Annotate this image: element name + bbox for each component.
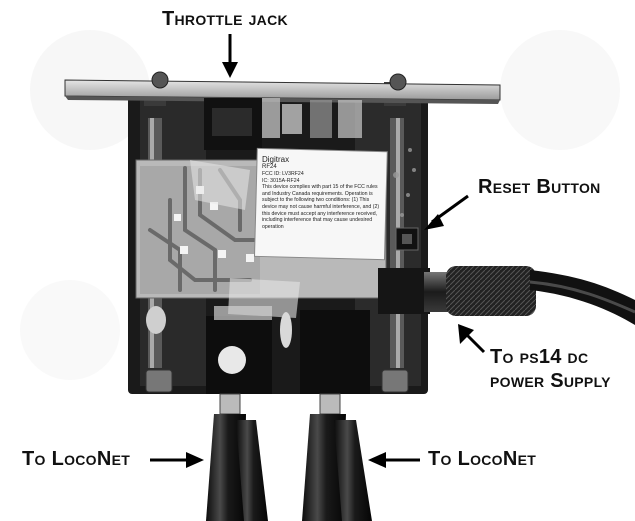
annotation-arrows <box>150 34 486 468</box>
loconet-right-label: To LocoNet <box>428 448 537 470</box>
throttle-jack-label: Throttle jack <box>162 8 288 30</box>
power-connector <box>378 266 635 325</box>
card-model: RF24 <box>262 164 277 170</box>
card-brand: Digitrax <box>262 155 290 164</box>
card-compliance: This device complies with part 15 of the… <box>262 184 380 230</box>
feet <box>145 369 409 393</box>
rf24-label: Digitrax RF24 FCC ID: LV3RF24 IC: 3015A-… <box>262 155 380 230</box>
faceplate <box>64 71 501 104</box>
card-fcc-id: FCC ID: LV3RF24 <box>262 171 304 177</box>
card-ic: IC: 3015A-RF24 <box>262 177 300 184</box>
loconet-jacks <box>146 306 370 394</box>
reset-button-part <box>395 227 419 251</box>
loconet-left-label: To LocoNet <box>22 448 131 470</box>
loconet-cables <box>206 393 372 521</box>
reset-button-label: Reset Button <box>478 176 601 198</box>
power-supply-label-line1: To ps14 dc <box>490 346 589 368</box>
background <box>20 30 620 380</box>
power-supply-label-line2: power Supply <box>490 370 611 392</box>
throttle-jack <box>204 98 362 150</box>
radio-card <box>135 147 388 318</box>
